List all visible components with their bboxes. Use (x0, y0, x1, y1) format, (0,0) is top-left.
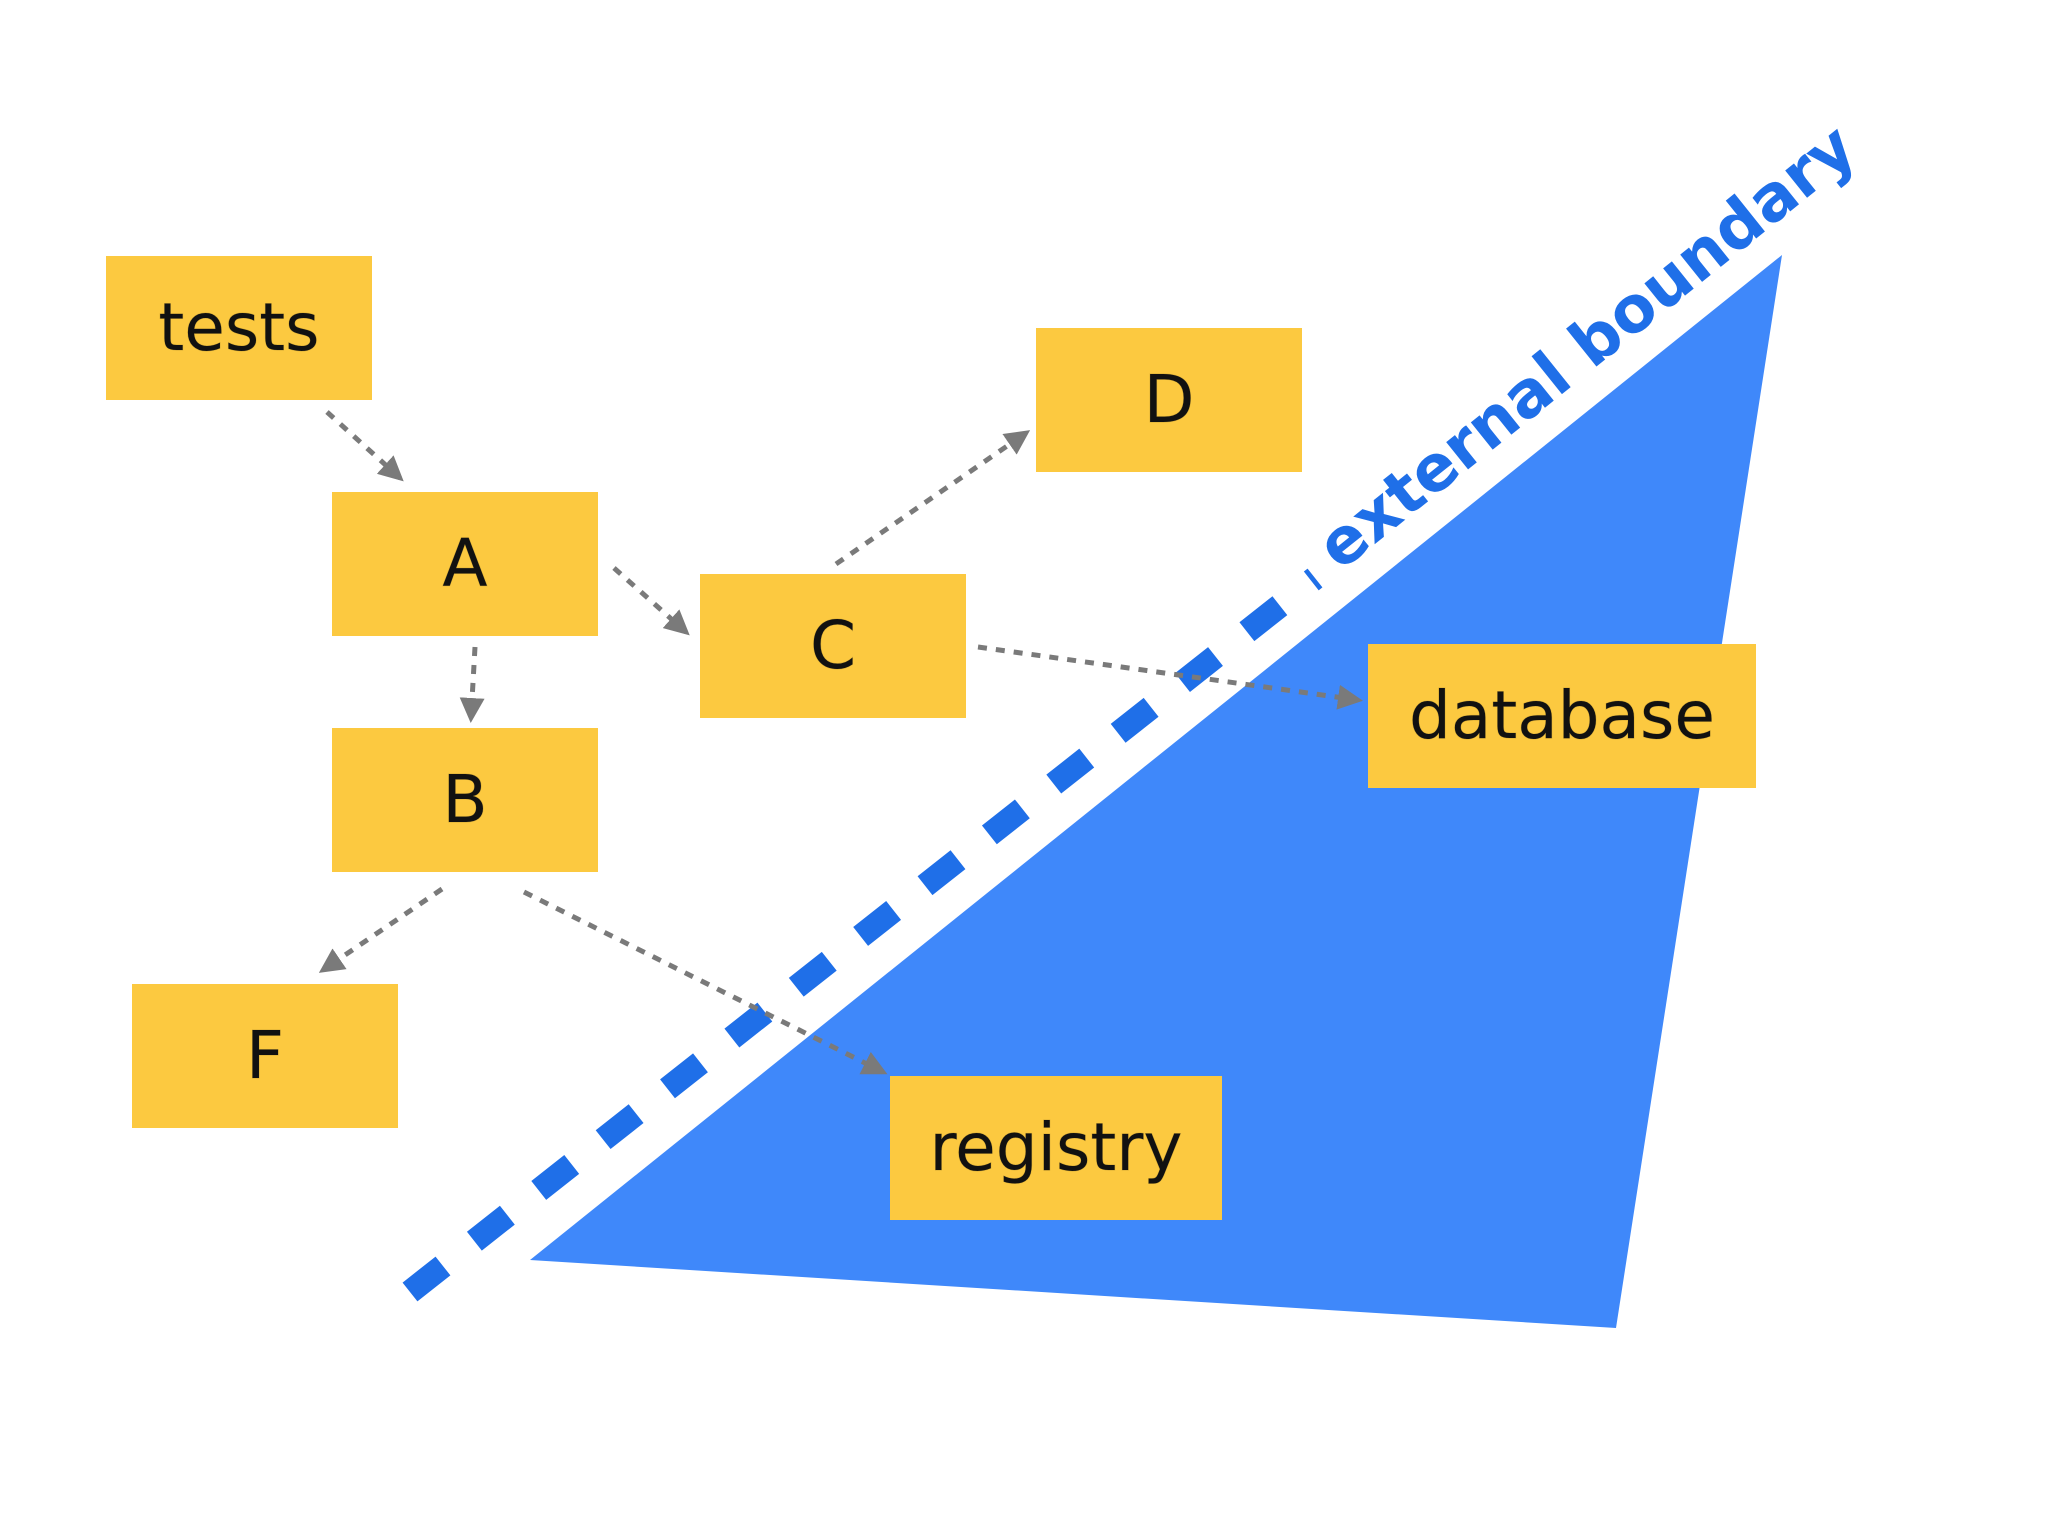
node-registry-label: registry (930, 1109, 1183, 1186)
node-c-label: C (810, 607, 856, 684)
node-tests-label: tests (158, 289, 319, 366)
node-tests-box (106, 256, 372, 400)
external-boundary-line (402, 568, 1323, 1302)
edge-b-to-registry (522, 889, 888, 1075)
node-tests: tests (106, 256, 372, 400)
node-b-box (332, 728, 598, 872)
node-registry-box (890, 1076, 1222, 1220)
node-c: C (700, 574, 966, 718)
node-a: A (332, 492, 598, 636)
node-d: D (1036, 328, 1302, 472)
node-a-box (332, 492, 598, 636)
node-database-label: database (1409, 677, 1715, 754)
node-b-label: B (442, 761, 487, 838)
edge-b-to-f (318, 886, 444, 973)
edge-a-to-b (459, 646, 485, 723)
node-f-label: F (246, 1017, 284, 1094)
edge-a-to-c (612, 566, 690, 636)
edge-tests-to-a (325, 410, 404, 482)
node-database: database (1368, 644, 1756, 788)
node-d-box (1036, 328, 1302, 472)
node-a-label: A (442, 525, 487, 602)
edge-c-to-d (834, 430, 1031, 567)
external-region (530, 255, 1782, 1328)
node-c-box (700, 574, 966, 718)
node-registry: registry (890, 1076, 1222, 1220)
node-f-box (132, 984, 398, 1128)
node-d-label: D (1144, 361, 1195, 438)
node-database-box (1368, 644, 1756, 788)
edges-group (318, 410, 1363, 1075)
node-f: F (132, 984, 398, 1128)
node-b: B (332, 728, 598, 872)
